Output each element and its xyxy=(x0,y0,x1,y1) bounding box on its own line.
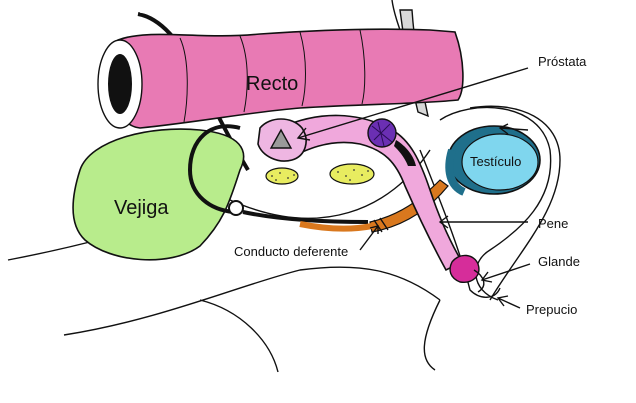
epididymis xyxy=(445,148,466,196)
bulbourethral-gland xyxy=(367,118,397,148)
label-glans: Glande xyxy=(538,254,580,269)
arrow-prostate xyxy=(297,67,529,139)
label-prostate: Próstata xyxy=(538,54,587,69)
label-foreskin: Prepucio xyxy=(526,302,577,317)
rectum-lumen xyxy=(108,54,132,114)
arrow-foreskin xyxy=(497,297,521,309)
urethra-loop xyxy=(187,124,241,214)
label-testicle: Testículo xyxy=(470,154,521,169)
seminal-vesicle-right xyxy=(329,163,375,185)
urethra-dark-patch xyxy=(394,140,416,166)
ureter-ring xyxy=(228,200,244,216)
arrow-testicle xyxy=(499,127,529,131)
rectum-body xyxy=(110,28,464,129)
label-vas-deferens: Conducto deferente xyxy=(234,244,348,259)
label-penis: Pene xyxy=(538,216,568,231)
ejaculatory-line xyxy=(242,210,369,224)
callout-arrows xyxy=(296,67,531,309)
rectum xyxy=(97,28,464,129)
rectum-folds xyxy=(179,29,366,123)
testicle xyxy=(461,133,539,191)
label-rectum: Recto xyxy=(246,73,298,95)
arrowhead-glans xyxy=(480,271,493,283)
arrowhead-prostate xyxy=(296,127,311,141)
arrowhead-testicle xyxy=(498,123,509,135)
arrowhead-vas-deferens xyxy=(369,225,379,234)
seminal-vesicle-left xyxy=(265,167,299,185)
glans xyxy=(449,254,480,283)
arrow-vas-deferens xyxy=(359,225,379,251)
bladder xyxy=(72,128,245,261)
prostate-marker-icon xyxy=(269,128,293,149)
label-bladder: Vejiga xyxy=(114,197,169,219)
vas-deferens-lower xyxy=(299,221,373,232)
arrow-glans xyxy=(481,263,531,281)
arrowhead-foreskin xyxy=(496,295,509,307)
seminal-vesicle-dots xyxy=(271,169,369,181)
gland-hatch xyxy=(371,121,393,147)
arrowhead-penis xyxy=(438,215,449,229)
